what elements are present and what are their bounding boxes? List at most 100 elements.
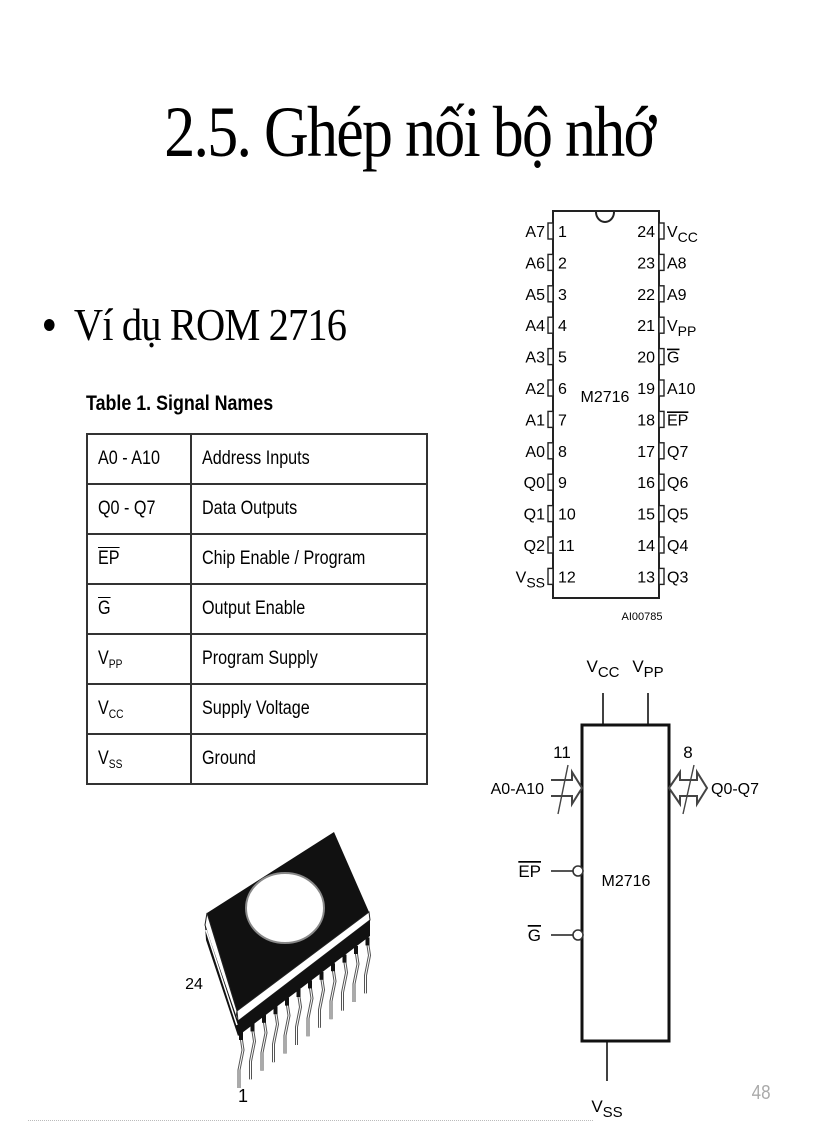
pin-number: 24 xyxy=(637,224,655,241)
pin-name: A8 xyxy=(667,255,687,272)
pin-name: EP xyxy=(667,412,688,429)
pin-name: VSS xyxy=(516,569,545,590)
signal-cell: EP xyxy=(86,533,192,585)
pin-number: 11 xyxy=(558,538,575,555)
logic-chip-label: M2716 xyxy=(602,873,651,890)
description-cell: Address Inputs xyxy=(190,433,428,485)
pin-name: Q3 xyxy=(667,569,688,586)
pin-stub-icon xyxy=(547,536,554,554)
pin-stub-icon xyxy=(547,442,554,460)
pin-number: 22 xyxy=(637,287,655,304)
data-bus-arrow-icon xyxy=(667,764,709,815)
pin-stub-icon xyxy=(658,473,665,491)
pin-stub-icon xyxy=(658,347,665,366)
pin-name: Q7 xyxy=(667,444,688,461)
pin-stub-icon xyxy=(658,536,665,554)
pin-number: 9 xyxy=(558,475,567,492)
footer-divider xyxy=(28,1120,593,1121)
logic-symbol-diagram: VCC VPP 11 A0-A10 8 Q0-Q7 EP G M2716 VSS xyxy=(491,657,759,1120)
vpp-label: VPP xyxy=(632,657,663,681)
pinout-diagram: M2716 1A72A63A54A45A36A27A18A09Q010Q111Q… xyxy=(516,210,698,623)
pin-stub-icon xyxy=(547,379,554,397)
pin-stub-icon xyxy=(658,379,665,397)
description-cell: Data Outputs xyxy=(190,483,428,535)
pin-name: A10 xyxy=(667,381,696,398)
logic-block xyxy=(580,723,671,1043)
pin-number: 6 xyxy=(558,381,567,398)
description-cell: Output Enable xyxy=(190,583,428,635)
pin-24-label: 24 xyxy=(185,976,203,993)
pin-stub-icon xyxy=(547,504,554,523)
pin-stub-icon xyxy=(658,285,665,303)
inverter-bubble-icon xyxy=(572,865,584,877)
pin-name: A0 xyxy=(525,444,545,461)
pin-stub-icon xyxy=(547,473,554,491)
pin-number: 17 xyxy=(637,444,655,461)
eprom-package-illustration: 24 1 xyxy=(185,832,372,1106)
address-bus-width: 11 xyxy=(553,743,571,762)
pin-stub-icon xyxy=(658,222,665,240)
pin-name: Q2 xyxy=(524,538,545,555)
data-bus-width: 8 xyxy=(683,743,692,762)
data-bus-label: Q0-Q7 xyxy=(711,781,759,798)
pin-number: 5 xyxy=(558,350,567,367)
signal-cell: VCC xyxy=(86,683,192,735)
pin-name: Q5 xyxy=(667,507,688,524)
pin-number: 14 xyxy=(637,538,655,555)
description-cell: Supply Voltage xyxy=(190,683,428,735)
description-cell: Ground xyxy=(190,733,428,785)
pin-name: A3 xyxy=(525,350,545,367)
notch-icon xyxy=(595,211,615,223)
pin-name: Q4 xyxy=(667,538,688,555)
pin-stub-icon xyxy=(658,442,665,460)
pin-name: A5 xyxy=(525,287,545,304)
pin-stub-icon xyxy=(547,567,554,586)
figure-id: AI00785 xyxy=(622,611,663,623)
pin-number: 4 xyxy=(558,318,567,335)
pin-stub-icon xyxy=(658,410,665,429)
pin-number: 7 xyxy=(558,412,567,429)
pin-stub-icon xyxy=(547,253,554,272)
dip-body xyxy=(552,210,660,599)
pin-number: 10 xyxy=(558,507,576,524)
pin-name: VCC xyxy=(667,224,698,245)
pin-name: A1 xyxy=(525,412,545,429)
address-bus-label: A0-A10 xyxy=(491,781,544,798)
pin-number: 20 xyxy=(637,350,655,367)
pin-number: 16 xyxy=(637,475,655,492)
pin-name: Q0 xyxy=(524,475,545,492)
slide-title: 2.5. Ghép nối bộ nhớ xyxy=(164,92,656,172)
vss-label: VSS xyxy=(591,1097,622,1120)
description-cell: Program Supply xyxy=(190,633,428,685)
pin-name: A6 xyxy=(525,255,545,272)
pin-stub-icon xyxy=(658,316,665,334)
pin-number: 1 xyxy=(558,224,567,241)
pin-stub-icon xyxy=(658,567,665,586)
pin-number: 3 xyxy=(558,287,567,304)
vcc-label: VCC xyxy=(586,657,619,681)
bullet-text: Ví dụ ROM 2716 xyxy=(73,299,347,350)
pin-name: Q1 xyxy=(524,507,545,524)
pin-name: VPP xyxy=(667,318,696,339)
pin-stub-icon xyxy=(547,222,554,240)
signal-cell: Q0 - Q7 xyxy=(86,483,192,535)
pin-name: A7 xyxy=(525,224,545,241)
description-cell: Chip Enable / Program xyxy=(190,533,428,585)
pin-name: A2 xyxy=(525,381,545,398)
page-number: 48 xyxy=(751,1082,771,1104)
signal-cell: VSS xyxy=(86,733,192,785)
ep-label: EP xyxy=(518,862,541,881)
pin-number: 18 xyxy=(637,412,655,429)
pin-number: 23 xyxy=(637,255,655,272)
pin-number: 12 xyxy=(558,569,576,586)
pin-number: 21 xyxy=(637,318,655,335)
uv-window-icon xyxy=(245,872,325,944)
pin-1-label: 1 xyxy=(238,1086,248,1106)
pin-number: 15 xyxy=(637,507,655,524)
